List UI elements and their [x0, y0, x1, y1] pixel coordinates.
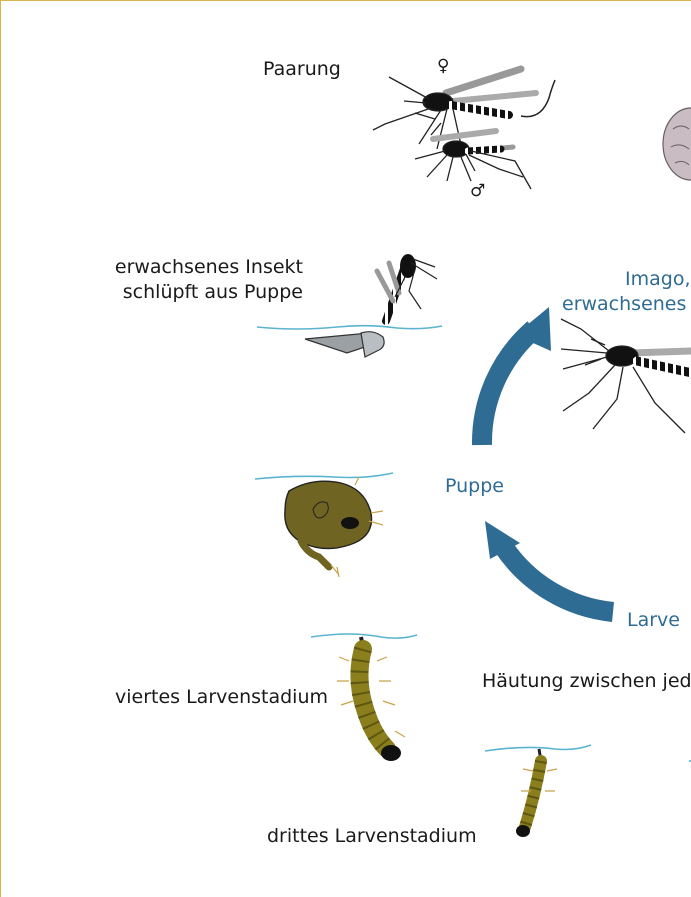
emergence-label-line2: schlüpft aus Puppe: [91, 280, 303, 304]
mating-mosquitoes-icon: [373, 69, 555, 189]
cycle-arrow-upper: [482, 307, 551, 445]
egg-raft-icon: [663, 108, 691, 180]
mating-label: Paarung: [263, 57, 341, 81]
third-instar-larva-icon: [485, 745, 691, 837]
third-instar-label: drittes Larvenstadium: [267, 824, 477, 848]
adult-mosquito-icon: [561, 319, 691, 433]
cycle-arrow-lower: [485, 521, 613, 612]
female-symbol: ♀: [437, 54, 449, 78]
fourth-instar-label: viertes Larvenstadium: [115, 685, 328, 709]
imago-label-line1: Imago,: [625, 267, 690, 291]
male-symbol: ♂: [470, 179, 485, 203]
emergence-label-line1: erwachsenes Insekt: [91, 255, 303, 279]
molting-label: Häutung zwischen jed: [482, 669, 691, 693]
pupa-icon: [255, 473, 393, 577]
pupa-stage-label: Puppe: [445, 474, 504, 498]
imago-label-line2: erwachsenes: [562, 292, 686, 316]
larva-stage-label: Larve: [627, 608, 680, 632]
